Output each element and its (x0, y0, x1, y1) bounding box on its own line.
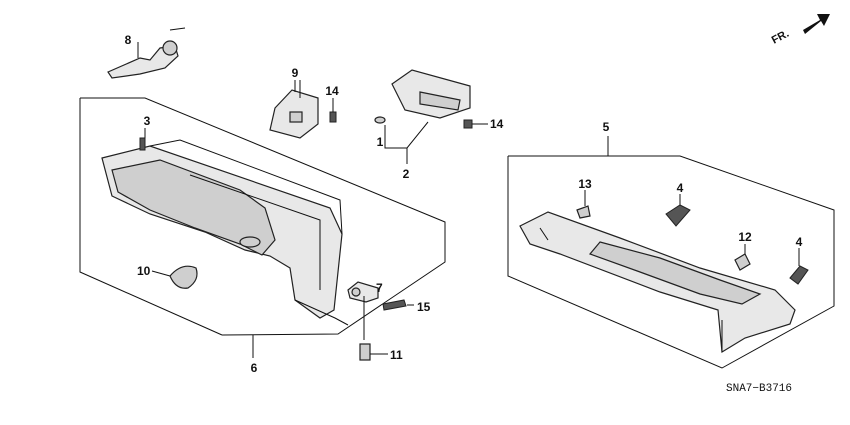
glovebox-group-boundary-right (80, 97, 446, 336)
part-11-bolt (359, 343, 388, 361)
part-4-cushion-a (665, 194, 691, 227)
part-4-cushion-b (789, 248, 809, 285)
part-14-screw-a (329, 98, 337, 123)
undercover-group-boundary (507, 155, 835, 369)
part-12-clip (734, 244, 751, 271)
callout-4a: 4 (677, 181, 684, 195)
callout-15: 15 (417, 300, 431, 314)
part-13-clip (576, 190, 591, 219)
part-3-screw (139, 128, 146, 151)
front-arrow-icon (803, 14, 830, 34)
part-14-screw-b (463, 119, 488, 129)
glove-box-assembly (101, 139, 349, 326)
front-direction-indicator: FR. (770, 14, 830, 47)
callout-13: 13 (578, 177, 592, 191)
callout-12: 12 (738, 230, 752, 244)
glovebox-group-boundary-left (79, 98, 223, 336)
callout-4b: 4 (796, 235, 803, 249)
callout-8: 8 (125, 33, 132, 47)
diagram-code: SNA7−B3716 (726, 383, 792, 395)
callout-9: 9 (292, 66, 299, 80)
part-1-leader (384, 121, 429, 149)
callout-6: 6 (251, 361, 258, 375)
part-10-cover (169, 265, 198, 289)
part-9-bracket (269, 80, 319, 139)
callout-10: 10 (137, 264, 151, 278)
part-2-latch-assembly (374, 69, 471, 124)
callout-1: 1 (377, 135, 384, 149)
callout-14a: 14 (325, 84, 339, 98)
callout-14b: 14 (490, 117, 504, 131)
part-8-lock-cylinder (107, 27, 186, 79)
callout-7: 7 (376, 281, 383, 295)
lower-cover-assembly (519, 211, 796, 354)
callout-11: 11 (390, 348, 403, 362)
callout-3: 3 (144, 114, 151, 128)
part-7-hinge (347, 281, 379, 303)
callout-2: 2 (403, 167, 410, 181)
front-direction-label: FR. (770, 28, 791, 47)
part-15-pin (382, 299, 414, 311)
callout-5: 5 (603, 120, 610, 134)
